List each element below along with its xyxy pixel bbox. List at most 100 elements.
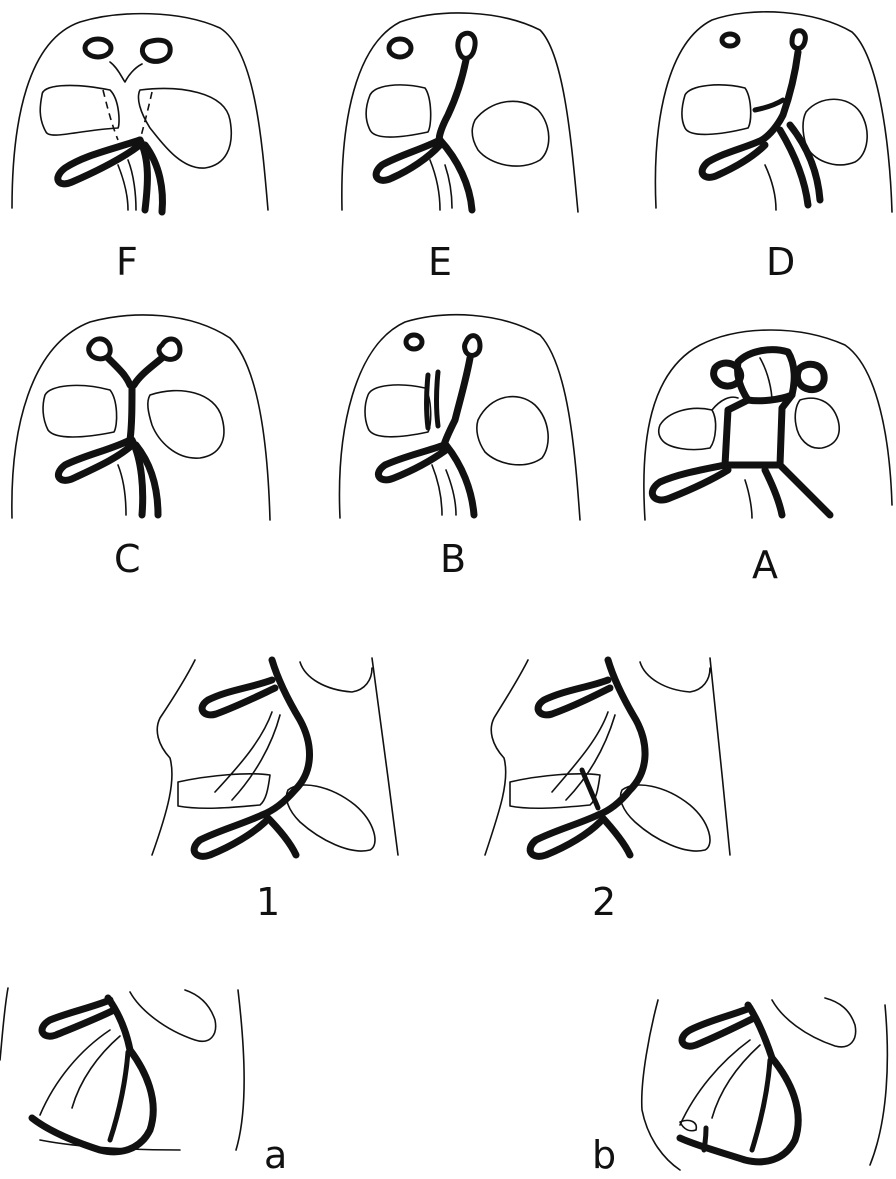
label-B: B	[440, 537, 466, 581]
panel-E: E	[342, 13, 578, 284]
fine-line-1-B	[432, 465, 442, 515]
cheek-pad-right-E	[472, 101, 549, 166]
tear-duct-loop-A	[652, 465, 728, 500]
upper-pad-a	[130, 990, 216, 1041]
panel-1: 1	[152, 658, 398, 924]
parallel-rod-1-B	[427, 375, 429, 428]
nostril-right-D	[792, 31, 805, 49]
outline-right-a	[236, 990, 244, 1150]
label-E: E	[428, 240, 452, 284]
cheek-pad-right-C	[148, 391, 224, 459]
upper-pad-2	[640, 662, 710, 692]
nostril-left-E	[389, 39, 411, 57]
polygon-top-A	[737, 350, 794, 401]
nostril-right-F	[142, 40, 170, 61]
fine-curve-b	[680, 1040, 750, 1125]
nostril-right-E	[458, 33, 475, 58]
nostril-right-B	[465, 336, 481, 356]
lower-pad-2	[621, 785, 710, 851]
panel-F: F	[12, 14, 268, 284]
panel-A: A	[644, 330, 892, 587]
fine-line-1-E	[430, 160, 440, 210]
panel-B: B	[339, 315, 580, 581]
small-tick-b	[704, 1128, 706, 1150]
fine-curve-a2	[72, 1036, 120, 1108]
snout-notch-F	[110, 62, 142, 82]
cheek-pad-right-D	[803, 99, 867, 165]
outline-right-2	[710, 658, 730, 855]
fine-curve-1	[215, 712, 272, 792]
canal-2-A	[765, 470, 782, 515]
upper-loop-a	[42, 1000, 114, 1036]
panel-b: b	[592, 998, 887, 1177]
upper-loop-2	[538, 680, 610, 715]
lower-stem-1	[265, 815, 296, 855]
outline-right-1	[372, 658, 398, 855]
lower-stem-2	[600, 815, 630, 855]
fine-line-1-A	[760, 358, 772, 402]
panel-2: 2	[485, 658, 730, 924]
duct-y-left-C	[108, 358, 130, 385]
duct-y-right-C	[134, 358, 162, 385]
small-lobe-b	[680, 1120, 696, 1130]
tear-duct-loop-D	[702, 140, 765, 177]
outline-left-2	[485, 660, 528, 855]
cheek-pad-left-F	[40, 85, 119, 135]
canal-1-A	[780, 465, 830, 515]
fine-curve-b2	[712, 1045, 760, 1118]
label-C: C	[114, 537, 141, 581]
label-D: D	[766, 240, 795, 284]
label-b: b	[592, 1133, 616, 1177]
upper-pad-1	[300, 662, 372, 692]
dashed-duct-right-F	[140, 92, 152, 140]
head-outline-D	[655, 12, 892, 212]
canal-1-E	[440, 140, 472, 210]
label-A: A	[752, 543, 778, 587]
tear-duct-E	[439, 60, 466, 140]
outline-left-b	[642, 1000, 680, 1170]
cheek-pad-1	[178, 774, 270, 808]
nostril-left-D	[722, 34, 738, 46]
fine-curve-a	[40, 1030, 110, 1115]
cheek-pad-right-B	[477, 397, 548, 465]
fine-line-2-F	[128, 160, 136, 210]
outline-left-a	[0, 988, 8, 1060]
fine-line-2-B	[446, 470, 456, 515]
cheek-pad-left-C	[43, 385, 117, 437]
lower-loop-2	[530, 815, 600, 856]
label-F: F	[116, 240, 138, 284]
label-1: 1	[256, 880, 280, 924]
lower-pad-1	[287, 785, 376, 851]
cheek-pad-left-E	[366, 85, 430, 137]
polygon-box-A	[725, 395, 792, 465]
cheek-pad-right-A	[795, 398, 839, 448]
parallel-rod-2-B	[437, 372, 439, 426]
side-branch-D	[755, 100, 783, 110]
label-a: a	[264, 1133, 287, 1177]
duct-stem-C	[130, 385, 132, 440]
inner-bar-a	[110, 1052, 128, 1140]
panel-a: a	[0, 988, 287, 1177]
tear-duct-B	[444, 358, 470, 445]
upper-loop-b	[682, 1008, 754, 1046]
cheek-pad-left-B	[365, 385, 431, 437]
nostril-left-B	[406, 335, 422, 349]
panel-C: C	[12, 315, 270, 581]
tear-duct-loop-F	[58, 140, 140, 184]
fine-line-1-C	[118, 465, 126, 515]
upper-loop-1	[202, 680, 275, 715]
fine-curve-2	[232, 715, 280, 800]
cross-stub-2	[582, 770, 598, 808]
lower-loop-1	[194, 815, 265, 856]
fine-line-1-D	[765, 165, 776, 210]
head-outline-F	[12, 14, 268, 210]
panel-D: D	[655, 12, 892, 284]
outline-right-b	[870, 1005, 887, 1165]
label-2: 2	[592, 880, 616, 924]
outline-left-1	[152, 660, 195, 855]
cheek-pad-left-D	[682, 85, 751, 135]
nostril-left-F	[85, 39, 111, 57]
fine-line-2-E	[445, 165, 452, 208]
cheek-pad-left-A	[659, 408, 716, 449]
